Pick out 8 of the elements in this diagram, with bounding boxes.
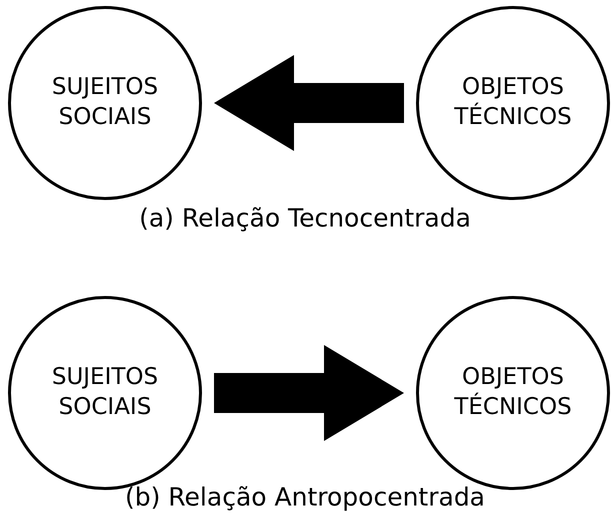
arrow — [214, 55, 404, 151]
node-label: SUJEITOS SOCIAIS — [50, 363, 160, 422]
node-label: OBJETOS TÉCNICOS — [453, 363, 573, 422]
caption: (b) Relação Antropocentrada — [124, 481, 486, 514]
node-label: SUJEITOS SOCIAIS — [50, 73, 160, 132]
node-label: OBJETOS TÉCNICOS — [453, 73, 573, 132]
caption: (a) Relação Tecnocentrada — [139, 202, 471, 234]
arrow — [214, 345, 404, 441]
